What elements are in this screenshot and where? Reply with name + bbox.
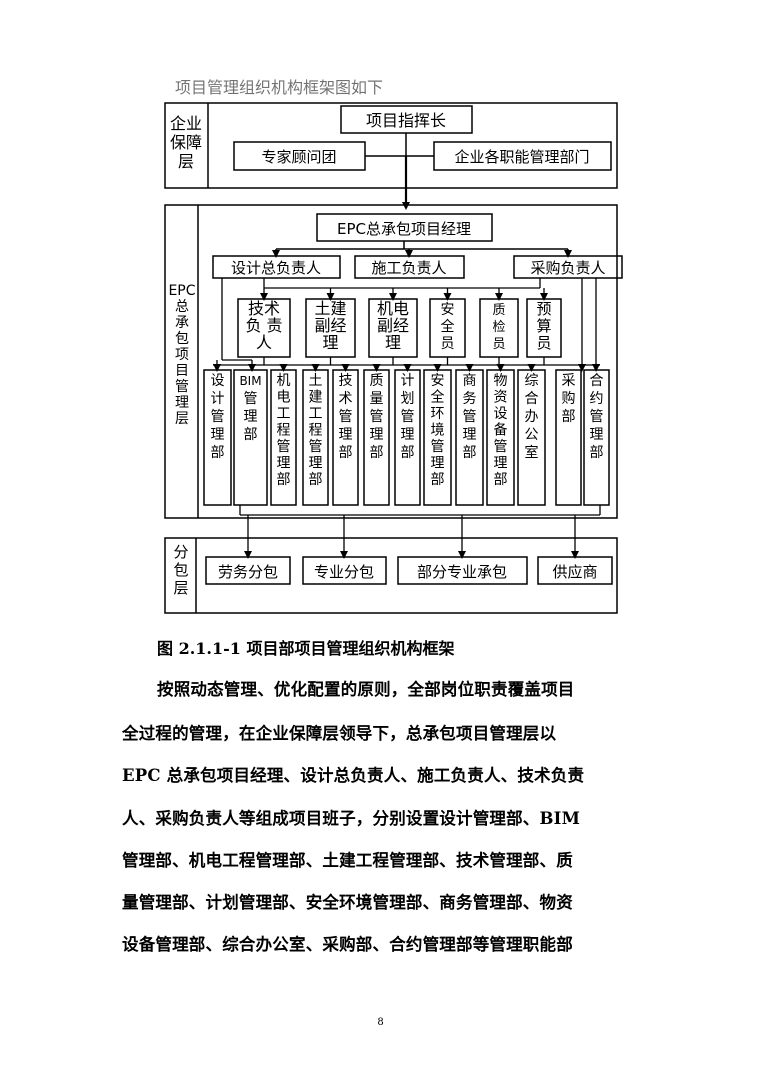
deputy-box-6: 预算员 — [526, 298, 562, 358]
paragraph-line: 量管理部、计划管理部、安全环境管理部、商务管理部、物资 — [122, 893, 573, 912]
commander-label: 项目指挥长 — [366, 111, 446, 130]
deputy-label: 技术负 责人 — [245, 299, 282, 352]
deputy-label: 机电副经理 — [377, 299, 409, 352]
department-label: 土建工程管理部 — [309, 373, 323, 488]
supplier-label: 供应商 — [552, 563, 597, 581]
department-box-8: 安全环境管理部 — [423, 369, 452, 506]
labor-sub-box — [205, 556, 291, 585]
department-box-6: 质量管理部 — [363, 369, 390, 506]
paragraph-line: 按照动态管理、优化配置的原则，全部岗位职责覆盖项目 — [157, 680, 575, 699]
department-label: 安全环境管理部 — [431, 373, 445, 488]
deputy-box-4: 安全员 — [429, 298, 466, 358]
page-number: 8 — [377, 1017, 384, 1028]
sub-layer-label: 分包层 — [173, 543, 188, 597]
functions-label: 企业各职能管理部门 — [454, 148, 589, 166]
special-sub-box — [302, 556, 387, 585]
department-box-13: 合约管理部 — [583, 369, 610, 506]
deputy-box-2: 土建副经理 — [305, 298, 356, 358]
labor-sub-label: 劳务分包 — [218, 563, 278, 581]
figure-caption: 图 2.1.1-1 项目部项目管理组织机构框架 — [157, 639, 455, 658]
deputy-label: 安全员 — [441, 302, 455, 352]
department-label: 技术管理部 — [339, 373, 353, 461]
diagram-title-partial: 项目管理组织机构框架图如下 — [175, 78, 383, 97]
deputy-label: 质检员 — [492, 303, 505, 352]
department-label: 合约管理部 — [590, 373, 604, 461]
sub-layer — [164, 537, 618, 614]
deputy-label: 预算员 — [536, 300, 551, 352]
paragraph-line: EPC 总承包项目经理、设计总负责人、施工负责人、技术负责 — [122, 766, 585, 785]
department-box-3: 机电工程管理部 — [270, 369, 297, 506]
department-label: 质量管理部 — [370, 373, 384, 461]
department-box-11: 综合办公室 — [517, 369, 546, 506]
department-label: 计划管理部 — [401, 373, 415, 461]
department-box-4: 土建工程管理部 — [302, 369, 329, 506]
org-chart-diagram: 项目管理组织机构框架图如下 企业保障层 项目指挥长 专家顾问团 企业各职能管理部… — [164, 78, 623, 614]
partial-sub-label: 部分专业承包 — [417, 563, 507, 581]
department-label: 物资设备管理部 — [494, 373, 508, 488]
department-box-12: 采购部 — [555, 369, 582, 506]
department-label: 采购部 — [562, 373, 576, 425]
supplier-box — [537, 556, 613, 585]
department-label: 机电工程管理部 — [277, 373, 291, 488]
special-sub-label: 专业分包 — [314, 563, 374, 581]
department-label: 综合办公室 — [525, 373, 539, 461]
department-box-5: 技术管理部 — [332, 369, 359, 506]
enterprise-layer-label: 企业保障层 — [170, 114, 202, 171]
epc-manager-label: EPC总承包项目经理 — [337, 220, 471, 238]
paragraph-line: 人、采购负责人等组成项目班子，分别设置设计管理部、BIM — [122, 809, 581, 828]
deputy-box-3: 机电副经理 — [368, 298, 418, 358]
department-box-7: 计划管理部 — [394, 369, 421, 506]
department-label: 设计管理部 — [211, 373, 225, 461]
deputy-box-5: 质检员 — [479, 298, 519, 358]
experts-label: 专家顾问团 — [261, 148, 336, 166]
department-label: 商务管理部 — [463, 373, 477, 461]
procurement-leader-label: 采购负责人 — [530, 259, 605, 277]
paragraph-line: 全过程的管理，在企业保障层领导下，总承包项目管理层以 — [122, 724, 557, 743]
department-box-9: 商务管理部 — [455, 369, 484, 506]
paragraph-line: 设备管理部、综合办公室、采购部、合约管理部等管理职能部 — [122, 935, 573, 954]
department-box-10: 物资设备管理部 — [486, 369, 515, 506]
paragraph-line: 管理部、机电工程管理部、土建工程管理部、技术管理部、质 — [122, 851, 573, 870]
design-leader-label: 设计总负责人 — [231, 259, 321, 277]
deputy-label: 土建副经理 — [314, 299, 346, 352]
construction-leader-label: 施工负责人 — [371, 259, 446, 277]
department-box-1: 设计管理部 — [203, 369, 232, 506]
deputy-box-1: 技术负 责人 — [237, 298, 291, 358]
partial-sub-box — [397, 556, 528, 585]
